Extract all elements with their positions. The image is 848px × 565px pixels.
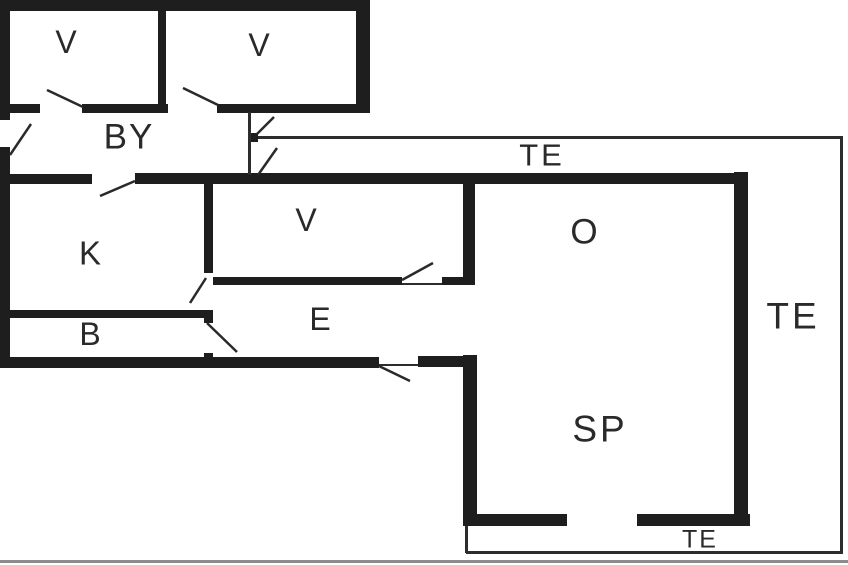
room-label-sp: SP xyxy=(572,408,628,450)
door-swing-b-e xyxy=(206,322,238,353)
room-label-te-top: TE xyxy=(519,137,565,173)
wall-top-exterior xyxy=(0,0,370,11)
door-swing-k-e xyxy=(188,277,208,304)
wall-terrace-stub xyxy=(248,133,258,142)
terrace-bottom-line xyxy=(466,551,843,554)
door-swing-terrace-lower xyxy=(256,147,279,176)
wall-k-right-middle xyxy=(204,310,213,323)
room-label-v2: V xyxy=(248,27,270,63)
wall-k-right-upper xyxy=(204,183,213,273)
wall-main-horizontal xyxy=(135,173,748,184)
room-label-v3: V xyxy=(295,202,317,238)
by-terrace-partition xyxy=(248,112,251,175)
wall-v-bottom-segment-1 xyxy=(0,104,40,113)
wall-v1-v2-divider xyxy=(158,10,166,112)
wall-sp-left xyxy=(463,355,477,526)
room-label-o: O xyxy=(570,212,598,252)
room-label-v1: V xyxy=(55,24,77,60)
door-swing-terrace-upper xyxy=(256,116,275,135)
room-label-by: BY xyxy=(103,117,155,157)
wall-sp-bottom-left xyxy=(463,514,567,526)
wall-by-bottom-segment-1 xyxy=(0,174,92,184)
wall-v-bottom-segment-3 xyxy=(217,104,370,113)
room-label-e: E xyxy=(309,301,331,337)
room-label-k: K xyxy=(78,234,102,272)
entrance-door-threshold xyxy=(379,364,418,366)
wall-v-bottom-segment-2 xyxy=(82,104,168,113)
door-swing-by-k xyxy=(99,179,136,198)
wall-left-exterior-upper xyxy=(0,0,10,120)
wall-sp-bottom-right xyxy=(637,514,750,526)
v3-door-threshold xyxy=(402,283,442,285)
terrace-top-line xyxy=(258,136,843,139)
wall-left-exterior-lower xyxy=(0,147,10,368)
door-swing-v3 xyxy=(401,261,434,282)
image-bottom-edge xyxy=(0,560,848,563)
wall-v-block-right xyxy=(356,0,370,112)
wall-bottom-exterior-right xyxy=(418,356,477,367)
door-swing-v2 xyxy=(182,86,219,107)
room-label-te-bottom: TE xyxy=(682,525,718,554)
terrace-right-line xyxy=(840,136,843,554)
door-swing-by-exterior xyxy=(8,123,33,156)
wall-v3-right xyxy=(463,183,475,285)
wall-v3-bottom-right xyxy=(442,277,475,285)
wall-v3-bottom-left xyxy=(213,277,402,285)
terrace-left-line xyxy=(465,526,468,553)
door-swing-entrance xyxy=(378,364,411,383)
room-label-te-right: TE xyxy=(766,295,820,337)
wall-right-exterior xyxy=(734,172,748,526)
wall-bottom-exterior-left xyxy=(0,357,379,368)
wall-b-top xyxy=(10,310,204,318)
door-swing-v1 xyxy=(46,88,84,109)
room-label-b: B xyxy=(79,316,101,352)
